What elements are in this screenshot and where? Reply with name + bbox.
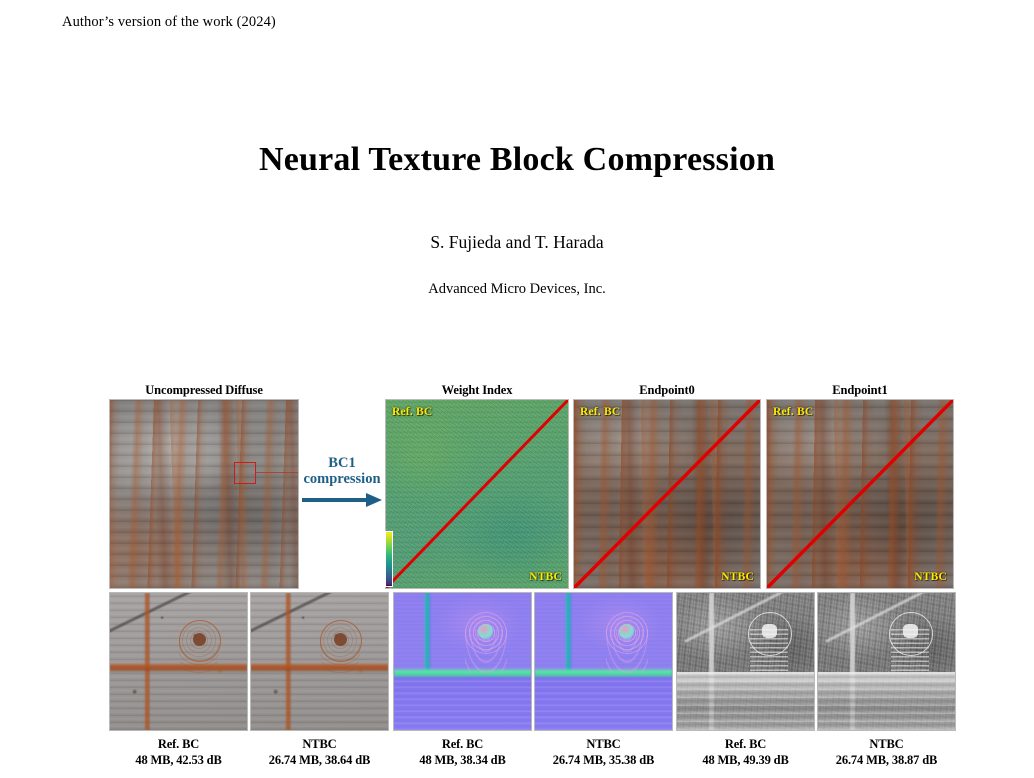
right-arrow-icon	[302, 493, 382, 507]
caption-stats: 26.74 MB, 38.64 dB	[268, 752, 371, 767]
crop-normal-ref-bc[interactable]	[393, 592, 532, 731]
crop-diffuse-ntbc[interactable]	[250, 592, 389, 731]
bc1-label-line2: compression	[303, 471, 381, 488]
author-version-note: Author’s version of the work (2024)	[62, 14, 276, 30]
caption-method: Ref. BC	[724, 737, 767, 751]
crop-seam-horizontal	[818, 672, 955, 730]
crop-diffuse-ref-bc[interactable]	[109, 592, 248, 731]
caption-stats: 48 MB, 42.53 dB	[135, 752, 222, 767]
panel-uncompressed-diffuse[interactable]	[109, 399, 299, 589]
caption-crop-normal-ntbc: NTBC 26.74 MB, 35.38 dB	[534, 737, 673, 768]
crop-rivet-icon	[889, 612, 934, 657]
panel-label-ref-bc: Ref. BC	[773, 406, 814, 418]
caption-method: NTBC	[302, 737, 337, 751]
split-diagonal-line	[386, 400, 568, 588]
caption-stats: 26.74 MB, 35.38 dB	[552, 752, 655, 767]
crop-seam-vertical	[285, 593, 292, 730]
crop-roughness-ntbc[interactable]	[817, 592, 956, 731]
crop-seam-diagonal	[251, 593, 388, 640]
roi-box	[234, 462, 256, 484]
crop-rivet-icon	[606, 612, 649, 655]
caption-crop-roughness-ref-bc: Ref. BC 48 MB, 49.39 dB	[676, 737, 815, 768]
caption-method: NTBC	[586, 737, 621, 751]
panel-weight-index[interactable]: Ref. BC NTBC	[385, 399, 569, 589]
affiliation: Advanced Micro Devices, Inc.	[428, 281, 606, 297]
caption-crop-normal-ref-bc: Ref. BC 48 MB, 38.34 dB	[393, 737, 532, 768]
crop-seam-vertical	[144, 593, 151, 730]
column-header-endpoint1: Endpoint1	[832, 383, 888, 397]
split-diagonal-line	[767, 400, 953, 588]
caption-method: Ref. BC	[157, 737, 200, 751]
crop-rivet-icon	[178, 620, 221, 663]
caption-method: NTBC	[869, 737, 904, 751]
crop-lower-region	[394, 672, 531, 730]
crop-seam-diagonal	[110, 593, 247, 640]
panel-label-ntbc: NTBC	[914, 571, 947, 583]
caption-crop-roughness-ntbc: NTBC 26.74 MB, 38.87 dB	[817, 737, 956, 768]
panel-label-ref-bc: Ref. BC	[580, 406, 621, 418]
caption-crop-diffuse-ntbc: NTBC 26.74 MB, 38.64 dB	[250, 737, 389, 768]
column-header-uncompressed-diffuse: Uncompressed Diffuse	[145, 383, 263, 397]
crop-seam-horizontal	[535, 668, 672, 679]
column-header-weight-index: Weight Index	[441, 383, 513, 397]
crop-seam-horizontal	[394, 668, 531, 679]
crop-rivet-icon	[319, 620, 362, 663]
column-header-endpoint0: Endpoint0	[639, 383, 695, 397]
crop-lower-region	[535, 672, 672, 730]
crop-rivet-icon	[748, 612, 793, 657]
caption-crop-diffuse-ref-bc: Ref. BC 48 MB, 42.53 dB	[109, 737, 248, 768]
author-list: S. Fujieda and T. Harada	[430, 232, 604, 252]
split-diagonal-line	[574, 400, 760, 588]
crop-normal-ntbc[interactable]	[534, 592, 673, 731]
panel-label-ntbc: NTBC	[529, 571, 562, 583]
page-title: Neural Texture Block Compression	[258, 140, 776, 178]
crop-seam-vertical	[708, 593, 714, 730]
crop-seam-horizontal	[251, 662, 388, 672]
caption-stats: 48 MB, 49.39 dB	[702, 752, 789, 767]
crop-rivet-icon	[465, 612, 508, 655]
panel-label-ref-bc: Ref. BC	[392, 406, 433, 418]
weight-index-colorbar	[385, 531, 393, 587]
caption-stats: 48 MB, 38.34 dB	[419, 752, 506, 767]
caption-method: Ref. BC	[441, 737, 484, 751]
crop-roughness-ref-bc[interactable]	[676, 592, 815, 731]
roi-leader-line	[256, 472, 298, 473]
crop-seam-horizontal	[110, 662, 247, 672]
crop-seam-vertical	[565, 593, 573, 673]
panel-label-ntbc: NTBC	[721, 571, 754, 583]
bc1-label-line1: BC1	[328, 455, 356, 471]
panel-endpoint0[interactable]: Ref. BC NTBC	[573, 399, 761, 589]
crop-seam-vertical	[424, 593, 432, 673]
crop-seam-vertical	[849, 593, 855, 730]
crop-seam-horizontal	[677, 672, 814, 730]
panel-endpoint1[interactable]: Ref. BC NTBC	[766, 399, 954, 589]
bc1-compression-label: BC1 compression	[299, 455, 385, 487]
caption-stats: 26.74 MB, 38.87 dB	[835, 752, 938, 767]
